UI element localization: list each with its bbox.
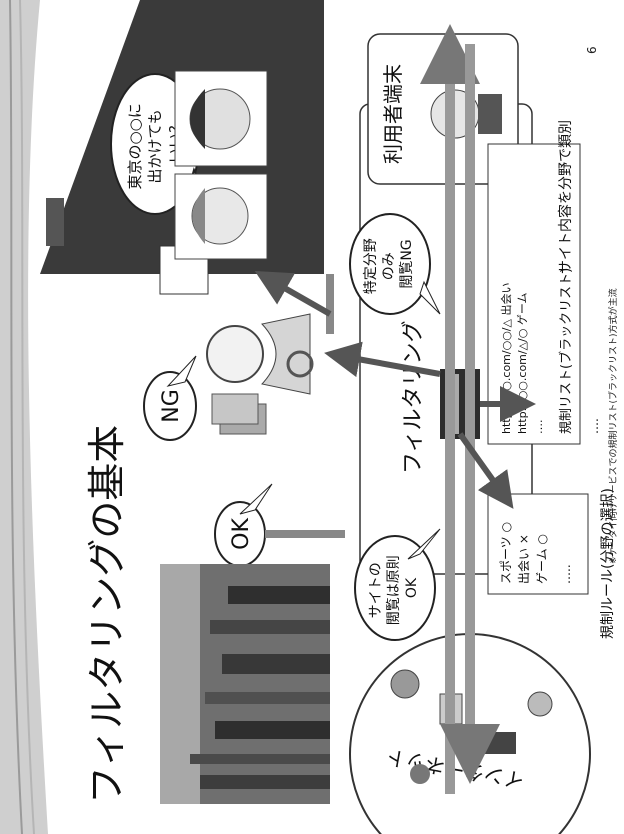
user-terminal-box: 利用者端末: [367, 33, 519, 185]
user-terminal-label: 利用者端末: [381, 64, 405, 164]
city-photo: [160, 564, 330, 804]
ng-bubble: NG: [143, 355, 197, 441]
rule-item-1: スポーツ ○: [499, 522, 513, 584]
ok-bubble: OK: [214, 483, 273, 567]
svg-text:サイトの 閲覧は原則 OK: サイトの 閲覧は原則 OK: [368, 551, 420, 625]
page-number: 6: [585, 46, 599, 54]
book-stack-icon: [211, 393, 267, 435]
rule-item-3: ゲーム ○: [535, 534, 549, 584]
footnote: ※ケータイ向けサービスでの規制リスト(ブラックリスト)方式が主流: [607, 288, 619, 564]
blacklist-box: http://○○.com/○○/△ 出会い http://○○.com/△/○…: [487, 143, 601, 445]
parent-photo: [174, 70, 268, 167]
svg-text:スポーツ ○ 出会い ×: スポーツ ○ 出会い × ゲーム ○ …..: [499, 518, 573, 584]
site-ok-line-1: サイトの: [368, 562, 384, 618]
ok-text: OK: [229, 518, 254, 550]
specific-ng-line-2: のみ: [381, 252, 397, 280]
question-line-1: 東京の○○に: [126, 103, 144, 189]
child-photo: [174, 173, 268, 260]
slide-title: フィルタリングの基本: [85, 425, 129, 804]
flow-arrows: [254, 24, 536, 794]
blacklist-caption: 規制リスト(ブラックリスト): [558, 268, 574, 434]
blacklist-more: ….: [587, 418, 601, 434]
blacklist-entry-2: http://○○.com/△/○ ゲーム: [516, 292, 529, 434]
site-ok-line-2: 閲覧は原則: [385, 555, 402, 625]
filtering-label: フィルタリング: [401, 320, 426, 474]
specific-ng-line-1: 特定分野: [363, 238, 379, 294]
decorative-swoosh: [0, 0, 48, 834]
svg-text:東京の○○に 出かけても い: 東京の○○に 出かけても いい?: [126, 99, 184, 190]
site-ok-bubble: サイトの 閲覧は原則 OK: [354, 528, 441, 641]
blacklist-entry-1: http://○○.com/○○/△ 出会い: [499, 283, 513, 434]
rule-more: …..: [559, 564, 573, 584]
rules-box: スポーツ ○ 出会い × ゲーム ○ ….. 規制ルール(分野の選択): [487, 488, 616, 639]
blacklist-entry-3: ….: [532, 420, 545, 435]
question-line-2: 出かけても: [146, 109, 164, 183]
specific-ng-line-3: 閲覧NG: [398, 239, 415, 288]
rule-item-2: 出会い ×: [517, 534, 531, 584]
ng-text: NG: [159, 389, 184, 423]
parent-figure-icon: [206, 313, 314, 395]
svg-text:特定分野 のみ 閲覧NG: 特定分野 のみ 閲覧NG: [363, 234, 415, 294]
rules-caption: 規制ルール(分野の選択): [600, 488, 616, 639]
site-ok-line-3: OK: [404, 577, 420, 598]
specific-ng-bubble: 特定分野 のみ 閲覧NG: [349, 213, 441, 315]
classify-caption: サイト内容を分野で類別: [557, 120, 574, 274]
